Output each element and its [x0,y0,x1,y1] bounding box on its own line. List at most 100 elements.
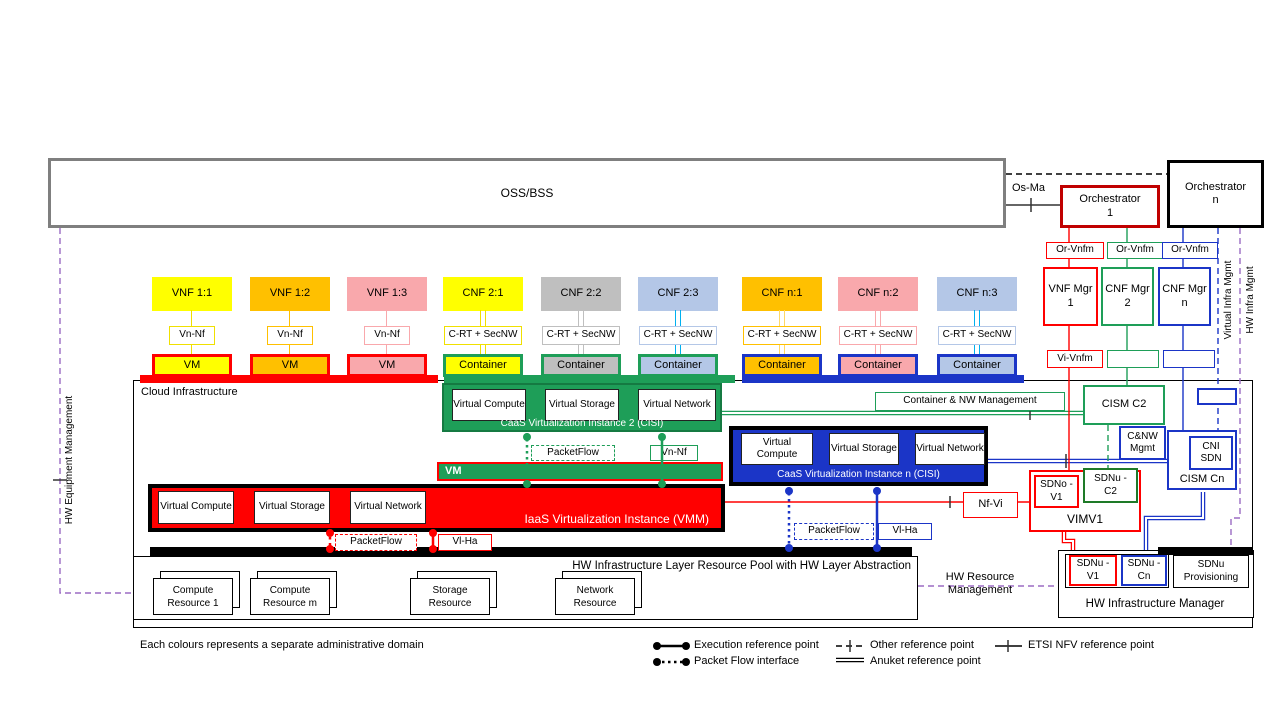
hw-pool-top-bar [150,547,912,556]
iaas-packetflow-label: PacketFlow [335,534,417,551]
container-nw-mgmt-label: Container & NW Management [875,392,1065,411]
caasn-packetflow-label: PacketFlow [794,523,874,540]
hw-resource-mgmt-label: HW Resource Management [945,570,1015,596]
legend-note: Each colours represents a separate admin… [140,638,424,651]
nf-interface-label: C-RT + SecNW [542,326,620,345]
nf-box: CNF 2:2 [541,277,621,311]
sdnu-v1-box: SDNu -V1 [1069,555,1117,586]
nf-box: CNF n:1 [742,277,822,311]
nf-box: VNF 1:2 [250,277,330,311]
compute-resource-m-stack: Compute Resource m [250,571,337,615]
cnw-mgmt-box: C&NW Mgmt [1119,426,1166,460]
nf-interface-label: C-RT + SecNW [743,326,821,345]
caasn-virtual-storage: Virtual Storage [829,433,899,465]
sdnu-provisioning-box: SDNu Provisioning [1173,555,1249,588]
nf-host-box: VM [250,354,330,377]
cloud-infrastructure-title: Cloud Infrastructure [141,385,238,398]
nf-host-box: Container [742,354,822,377]
iaas-label: IaaS Virtualization Instance (VMM) [524,512,709,527]
storage-resource-stack: Storage Resource [410,571,497,615]
orchestrator-1-box: Orchestrator 1 [1060,185,1160,228]
vi-vnfm-empty-box-blue [1163,350,1215,368]
legend-anuket-label: Anuket reference point [870,655,981,668]
vm-host-bar-label: VM [445,464,462,477]
nf-interface-label: C-RT + SecNW [444,326,522,345]
legend-etsi-label: ETSI NFV reference point [1028,639,1154,652]
legend-packetflow-label: Packet Flow interface [694,655,800,668]
nf-box: CNF 2:1 [443,277,523,311]
nf-interface-label: Vn-Nf [169,326,215,345]
vimv1-label: VIMV1 [1066,511,1103,526]
compute-resource-m-box: Compute Resource m [250,578,330,615]
legend-execution-label: Execution reference point [694,639,819,652]
nf-box: CNF n:3 [937,277,1017,311]
hw-infrastructure-manager-title: HW Infrastructure Manager [1085,597,1225,610]
iaas-domain-bar [140,375,438,383]
or-vnfm-label-red: Or-Vnfm [1046,242,1104,259]
nf-host-box: Container [443,354,523,377]
nf-interface-label: Vn-Nf [267,326,313,345]
vnf-mgr-1-box: VNF Mgr 1 [1043,267,1098,326]
vi-vnfm-empty-box-green [1107,350,1159,368]
oss-bss-box: OSS/BSS [48,158,1006,228]
cism-cn-label: CISM Cn [1179,473,1225,486]
caas2-box: Virtual Compute Virtual Storage Virtual … [442,383,722,432]
nf-interface-label: C-RT + SecNW [839,326,917,345]
nf-interface-label: Vn-Nf [364,326,410,345]
os-ma-label: Os-Ma [1012,182,1045,195]
cism-cn-box: CNI SDN CISM Cn [1167,430,1237,490]
nf-host-box: Container [638,354,718,377]
orchestrator-n-box: Orchestrator n [1167,160,1264,228]
caasn-label: CaaS Virtualization Instance n (CISI) [777,468,940,480]
iaas-box: Virtual Compute Virtual Storage Virtual … [148,484,725,532]
nf-interface-label: C-RT + SecNW [639,326,717,345]
cism-c2-box: CISM C2 [1083,385,1165,425]
hw-infra-mgmt-label: HW Infra Mgmt [1244,266,1256,334]
caas2-domain-bar [444,375,735,383]
virtual-infra-mgmt-label: Virtual Infra Mgmt [1222,260,1234,340]
nf-interface-label: C-RT + SecNW [938,326,1016,345]
cni-sdn-box: CNI SDN [1189,436,1233,470]
iaas-vlha-label: Vl-Ha [438,534,492,551]
or-vnfm-label-green: Or-Vnfm [1107,242,1163,259]
storage-resource-box: Storage Resource [410,578,490,615]
hw-infrastructure-manager-box: SDNu -V1 SDNu -Cn SDNu Provisioning HW I… [1058,547,1254,618]
caas2-virtual-compute: Virtual Compute [452,389,526,421]
sdno-v1-box: SDNo -V1 [1034,475,1079,508]
vi-vnfm-label: Vi-Vnfm [1047,350,1103,368]
sdnu-provisioning-top-bar [1158,547,1253,555]
compute-resource-1-box: Compute Resource 1 [153,578,233,615]
nf-host-box: VM [347,354,427,377]
oss-bss-label: OSS/BSS [500,185,554,200]
caasn-virtual-network: Virtual Network [915,433,985,465]
empty-box-blue-right [1197,388,1237,405]
iaas-virtual-compute: Virtual Compute [158,491,234,524]
nf-host-box: VM [152,354,232,377]
compute-resource-1-stack: Compute Resource 1 [153,571,240,615]
caas2-label: CaaS Virtualization Instance 2 (CISI) [500,418,664,430]
caas2-packetflow-label: PacketFlow [531,445,615,461]
legend-other-label: Other reference point [870,639,974,652]
caasn-virtual-compute: Virtual Compute [741,433,813,465]
caas2-vnnf-label: Vn-Nf [650,445,698,461]
vm-host-bar: VM [437,462,723,481]
nf-host-box: Container [937,354,1017,377]
cnf-mgr-n-box: CNF Mgr n [1158,267,1211,326]
caasn-vlha-label: Vl-Ha [878,523,932,540]
sdnu-cn-box: SDNu -Cn [1121,555,1167,586]
sdnu-c2-box: SDNu -C2 [1083,468,1138,503]
nf-vi-label: Nf-Vi [963,492,1018,518]
nf-host-box: Container [541,354,621,377]
network-resource-stack: Network Resource [555,571,642,615]
iaas-virtual-network: Virtual Network [350,491,426,524]
hw-pool-title: HW Infrastructure Layer Resource Pool wi… [572,560,911,573]
network-resource-box: Network Resource [555,578,635,615]
caasn-domain-bar [742,375,1024,383]
nf-box: VNF 1:1 [152,277,232,311]
cnf-mgr-2-box: CNF Mgr 2 [1101,267,1154,326]
nf-host-box: Container [838,354,918,377]
caas2-virtual-network: Virtual Network [638,389,716,421]
nf-box: CNF n:2 [838,277,918,311]
caasn-box: Virtual Compute Virtual Storage Virtual … [729,426,988,486]
